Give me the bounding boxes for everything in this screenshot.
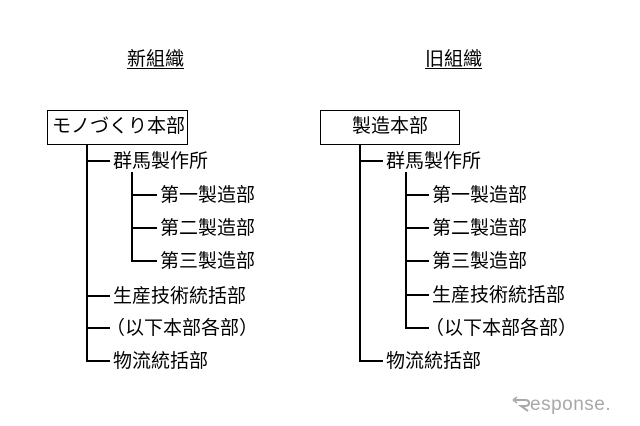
old-org-root-box: 製造本部 xyxy=(320,110,460,145)
response-watermark: esponse. xyxy=(512,394,611,418)
old-org-gunma-branch-line xyxy=(405,172,407,328)
connector xyxy=(86,295,110,297)
old-org-node-mfg1: 第一製造部 xyxy=(432,184,528,206)
response-logo-icon xyxy=(512,396,531,418)
connector xyxy=(359,360,383,362)
connector xyxy=(405,294,429,296)
connector xyxy=(405,194,429,196)
new-org-node-others: （以下本部各部） xyxy=(106,317,259,339)
old-org-node-mfg2: 第二製造部 xyxy=(432,217,528,239)
new-org-node-gunma: 群馬製作所 xyxy=(113,150,209,172)
old-org-title: 旧組織 xyxy=(425,48,483,70)
new-org-node-mfg2: 第二製造部 xyxy=(160,217,256,239)
old-org-node-prodtech: 生産技術統括部 xyxy=(432,284,566,306)
connector xyxy=(86,327,110,329)
old-org-node-logistics: 物流統括部 xyxy=(386,350,482,372)
connector xyxy=(359,160,383,162)
new-org-title: 新組織 xyxy=(127,48,185,70)
old-org-trunk-line xyxy=(359,145,361,362)
new-org-root-box: モノづくり本部 xyxy=(47,110,188,145)
new-org-trunk-line xyxy=(86,145,88,362)
connector xyxy=(86,360,110,362)
new-org-node-prodtech: 生産技術統括部 xyxy=(113,285,247,307)
old-org-node-others: （以下本部各部） xyxy=(425,317,578,339)
connector xyxy=(131,227,157,229)
new-org-node-logistics: 物流統括部 xyxy=(113,350,209,372)
connector xyxy=(405,260,429,262)
new-org-gunma-branch-line xyxy=(131,172,133,262)
connector xyxy=(405,327,429,329)
connector xyxy=(131,194,157,196)
old-org-node-gunma: 群馬製作所 xyxy=(386,150,482,172)
watermark-text: esponse. xyxy=(530,394,612,415)
connector xyxy=(86,160,110,162)
new-org-node-mfg3: 第三製造部 xyxy=(160,250,256,272)
old-org-node-mfg3: 第三製造部 xyxy=(432,250,528,272)
new-org-node-mfg1: 第一製造部 xyxy=(160,184,256,206)
connector xyxy=(131,260,157,262)
connector xyxy=(405,227,429,229)
